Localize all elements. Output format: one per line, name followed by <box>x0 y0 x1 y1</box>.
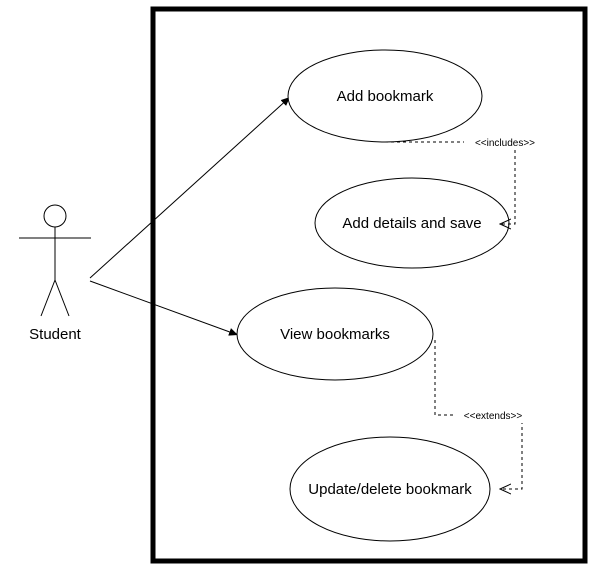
use-case-view-bookmarks[interactable]: View bookmarks <box>236 287 434 381</box>
use-case-add-bookmark-label: Add bookmark <box>337 88 434 105</box>
use-case-add-bookmark[interactable]: Add bookmark <box>287 49 483 143</box>
actor-label: Student <box>29 326 82 343</box>
actor-left-leg <box>40 279 56 317</box>
actor-right-leg <box>54 279 70 317</box>
extend-label-bg <box>454 407 534 423</box>
association-student-view-bookmarks <box>89 280 239 336</box>
actor-student[interactable]: Student <box>19 204 91 343</box>
use-case-view-bookmarks-ellipse <box>236 287 434 381</box>
use-case-add-details-label: Add details and save <box>342 215 481 232</box>
system-boundary <box>150 6 588 564</box>
use-case-view-bookmarks-label: View bookmarks <box>280 326 390 343</box>
use-case-update-delete-ellipse <box>289 436 491 542</box>
use-case-add-details-and-save[interactable]: Add details and save <box>314 177 510 269</box>
include-relationship <box>385 141 516 224</box>
extend-label: <<extends>> <box>464 411 523 422</box>
use-case-update-delete-label: Update/delete bookmark <box>308 481 472 498</box>
use-case-update-delete-bookmark[interactable]: Update/delete bookmark <box>289 436 491 542</box>
include-label: <<includes>> <box>475 138 535 149</box>
actor-head <box>43 204 67 228</box>
include-label-bg <box>464 134 546 150</box>
association-student-add-bookmark <box>89 96 291 279</box>
